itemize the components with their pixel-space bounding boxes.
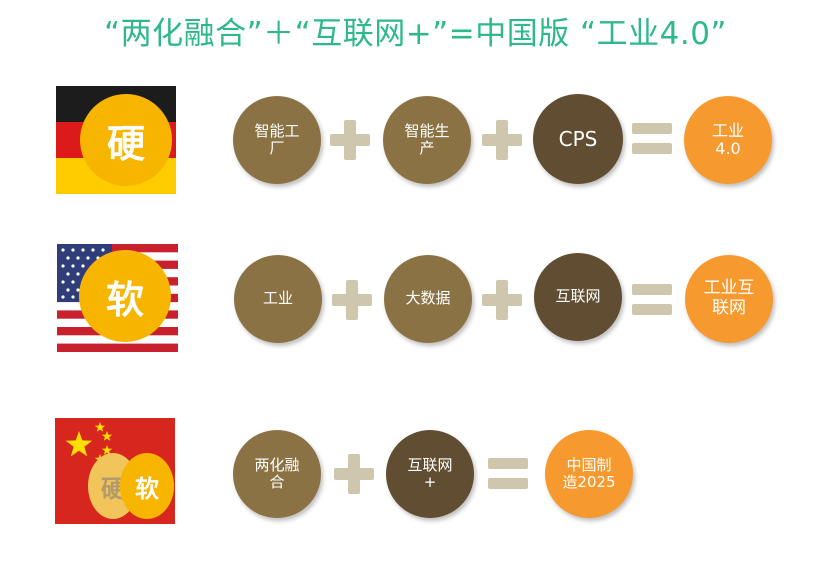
equals-icon [632, 284, 672, 315]
plus-icon [482, 280, 522, 320]
item-label: 工业 [262, 289, 293, 308]
item-label: CPS [558, 126, 598, 151]
item-smart-factory: 智能工厂 [233, 96, 321, 184]
item-industry: 工业 [234, 255, 322, 343]
item-big-data: 大数据 [384, 255, 472, 343]
result-label: 中国制造2025 [562, 455, 616, 491]
plus-icon [332, 280, 372, 320]
item-label: 互联网+ [407, 455, 453, 491]
plus-icon [330, 120, 370, 160]
item-internet-plus: 互联网+ [386, 430, 474, 518]
result-industry-4: 工业4.0 [684, 96, 772, 184]
hard-badge: 硬 [80, 94, 172, 186]
item-label: 智能工厂 [254, 121, 300, 157]
item-cps: CPS [533, 94, 623, 184]
page-title: “两化融合”＋“互联网+”=中国版 “工业4.0” [104, 16, 727, 52]
item-label: 大数据 [405, 289, 451, 308]
plus-icon [482, 120, 522, 160]
item-label: 两化融合 [254, 455, 300, 491]
item-smart-production: 智能生产 [383, 96, 471, 184]
item-label: 智能生产 [404, 121, 450, 157]
equals-icon [488, 458, 528, 489]
result-label: 工业互联网 [703, 278, 755, 318]
soft-badge: 软 [79, 250, 171, 342]
plus-icon [334, 454, 374, 494]
item-label: 互联网 [555, 287, 601, 306]
item-internet: 互联网 [534, 253, 622, 341]
result-industrial-internet: 工业互联网 [685, 255, 773, 343]
result-label: 工业4.0 [711, 120, 744, 158]
equals-icon [632, 123, 672, 154]
result-made-in-china-2025: 中国制造2025 [545, 430, 633, 518]
item-two-integration: 两化融合 [233, 430, 321, 518]
soft-badge: 软 [120, 453, 174, 519]
